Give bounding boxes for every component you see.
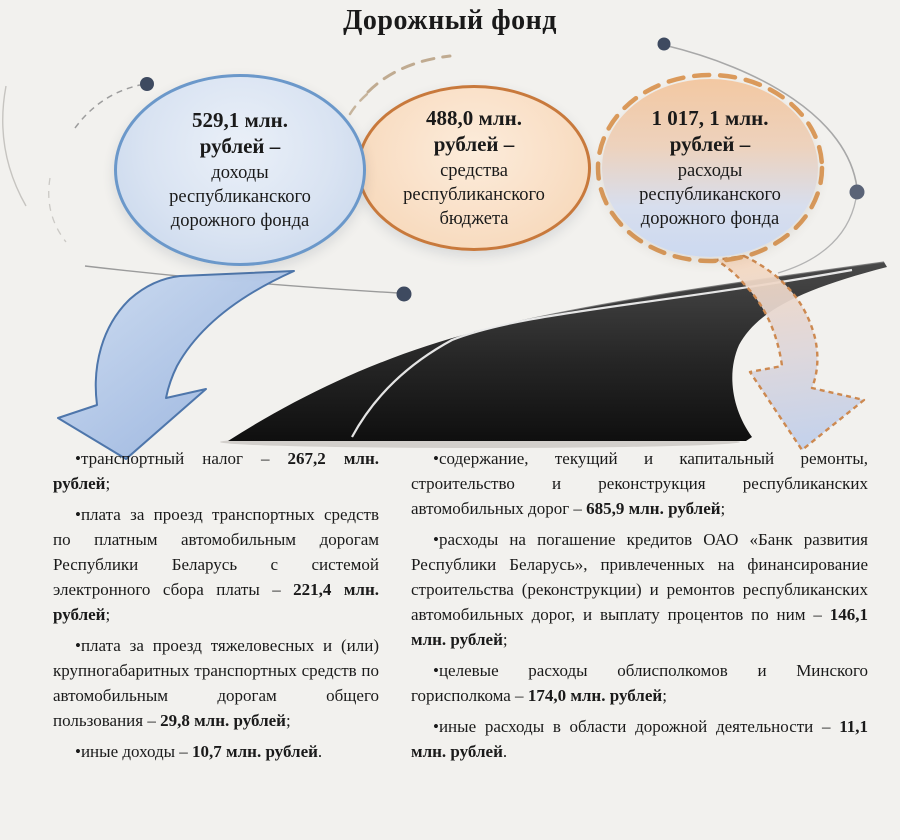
budget-bubble-amount: 488,0 млн. рублей – (426, 105, 522, 157)
expenses-list: •содержание, текущий и капитальный ремон… (411, 446, 868, 770)
budget-bubble-label: средства республиканского бюджета (403, 161, 545, 229)
expense-bubble-label: расходы республиканского дорожного фонда (639, 161, 781, 229)
expense-bubble: 1 017, 1 млн. рублей – расходы республик… (602, 79, 818, 257)
connector-dot-icon (140, 37, 865, 302)
road-graphic (220, 261, 887, 448)
curved-arrow-down-right-icon (714, 254, 866, 452)
income-bubble: 529,1 млн. рублей – доходы республиканск… (114, 74, 366, 266)
income-bubble-label: доходы республиканского дорожного фонда (169, 163, 311, 231)
budget-bubble: 488,0 млн. рублей – средства республикан… (357, 85, 591, 251)
list-item: •плата за проезд тяжеловесных и (или) кр… (53, 636, 379, 730)
income-list: •транспортный налог – 267,2 млн. рублей;… (53, 446, 379, 770)
curved-arrow-down-left-icon (57, 270, 295, 460)
list-item: •иные доходы – 10,7 млн. рублей. (75, 742, 323, 761)
expense-bubble-dashed-ring (595, 72, 825, 264)
list-item: •иные расходы в области дорожной деятель… (411, 717, 868, 761)
list-item: •расходы на погашение кредитов ОАО «Банк… (411, 530, 868, 649)
list-item: •целевые расходы облисполкомов и Минског… (411, 661, 868, 705)
list-item: •плата за проезд транспортных средств по… (53, 505, 379, 624)
income-bubble-amount: 529,1 млн. рублей – (192, 107, 288, 159)
list-item: •транспортный налог – 267,2 млн. рублей; (53, 449, 379, 493)
page-title: Дорожный фонд (343, 5, 557, 36)
expense-bubble-amount: 1 017, 1 млн. рублей – (651, 105, 769, 157)
list-item: •содержание, текущий и капитальный ремон… (411, 449, 868, 518)
